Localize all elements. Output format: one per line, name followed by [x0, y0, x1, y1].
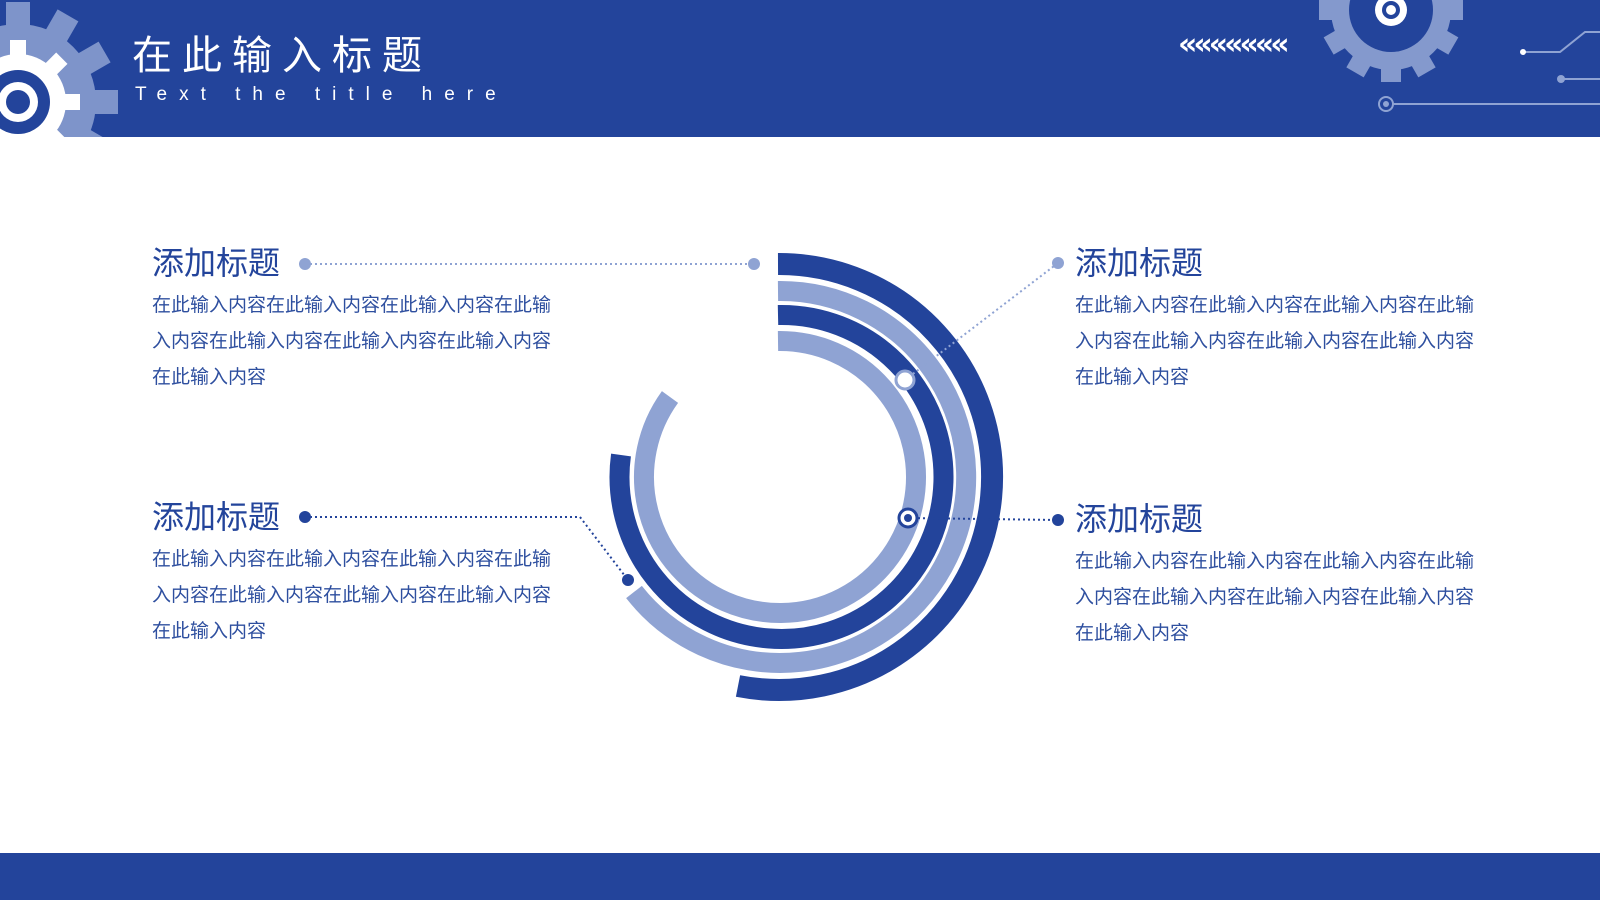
ring-light-outer: [626, 280, 977, 673]
block-title-bottom-left: 添加标题: [152, 498, 281, 536]
gear-icon: [1319, 0, 1463, 82]
chevrons-decoration: «««««««: [1178, 27, 1290, 62]
footer-bar: [0, 853, 1600, 900]
connector-bottom-right: [897, 507, 1064, 529]
block-body-bottom-right: 在此输入内容在此输入内容在此输入内容在此输入内容在此输入内容在此输入内容在此输入…: [1075, 550, 1475, 644]
header-decorations: [0, 0, 1600, 137]
header-bar: 在此输入标题 Text the title here «««««««: [0, 0, 1600, 137]
connector-top-right: [894, 257, 1064, 391]
block-title-top-right: 添加标题: [1075, 244, 1204, 282]
gear-icon: [0, 2, 118, 137]
connector-bottom-left: [299, 511, 634, 586]
circuit-lines: [1393, 31, 1600, 105]
ring-middle: [609, 304, 954, 649]
connector-top-left: [299, 258, 760, 270]
block-body-top-right: 在此输入内容在此输入内容在此输入内容在此输入内容在此输入内容在此输入内容在此输入…: [1075, 294, 1475, 388]
ring-inner: [634, 330, 926, 623]
page-subtitle: Text the title here: [135, 84, 508, 105]
ring-outer: [735, 252, 1004, 701]
block-body-top-left: 在此输入内容在此输入内容在此输入内容在此输入内容在此输入内容在此输入内容在此输入…: [152, 294, 552, 388]
block-body-bottom-left: 在此输入内容在此输入内容在此输入内容在此输入内容在此输入内容在此输入内容在此输入…: [152, 548, 552, 642]
block-title-top-left: 添加标题: [152, 244, 281, 282]
block-title-bottom-right: 添加标题: [1075, 500, 1204, 538]
page-title: 在此输入标题: [132, 33, 432, 79]
